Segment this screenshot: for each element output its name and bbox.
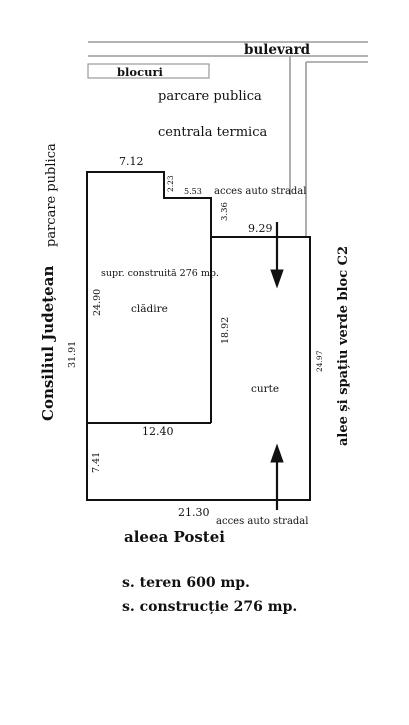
dim-building-right-height: 18.92 — [220, 317, 231, 344]
dim-right-top-width: 9.29 — [248, 222, 273, 235]
street-top-label: bulevard — [244, 42, 311, 58]
parking-side-label: parcare publica — [44, 143, 59, 247]
access-bottom-label: acces auto stradal — [216, 516, 308, 527]
blocks-outline — [87, 63, 210, 79]
building-label: clădire — [131, 303, 168, 315]
dim-notch-width: 5.53 — [184, 187, 202, 196]
parking-label: parcare publica — [158, 89, 262, 104]
dim-right-height: 24.97 — [315, 350, 324, 372]
built-area-label: supr. construită 276 mp. — [101, 268, 219, 279]
building-outline — [86, 171, 311, 501]
heating-label: centrala termica — [158, 125, 267, 140]
street-bottom-label: aleea Postei — [124, 528, 225, 546]
dim-top-width: 7.12 — [119, 155, 144, 168]
dim-notch-height: 2.23 — [166, 175, 175, 192]
street-right-label: alee și spațiu verde bloc C2 — [336, 246, 351, 446]
summary-land: s. teren 600 mp. — [122, 575, 250, 591]
street-left-label: Consiliul Județean — [39, 266, 57, 421]
yard-label: curte — [251, 383, 279, 395]
access-top-label: acces auto stradal — [214, 186, 306, 197]
blocks-label: blocuri — [117, 65, 164, 79]
summary-construction: s. construcție 276 mp. — [122, 599, 297, 615]
dim-yard-height: 7.41 — [91, 452, 102, 473]
dim-building-height: 24.90 — [92, 289, 103, 316]
access-arrows — [270, 222, 284, 510]
dim-total-width: 21.30 — [178, 506, 210, 519]
street-lines — [87, 41, 368, 236]
dim-building-bottom-width: 12.40 — [142, 425, 174, 438]
dim-step-height: 3.36 — [220, 202, 230, 221]
dim-total-height: 31.91 — [67, 341, 78, 368]
access-arrow-bottom-head — [270, 443, 284, 463]
access-arrow-top-head — [270, 269, 284, 289]
lot-outline — [86, 171, 311, 501]
